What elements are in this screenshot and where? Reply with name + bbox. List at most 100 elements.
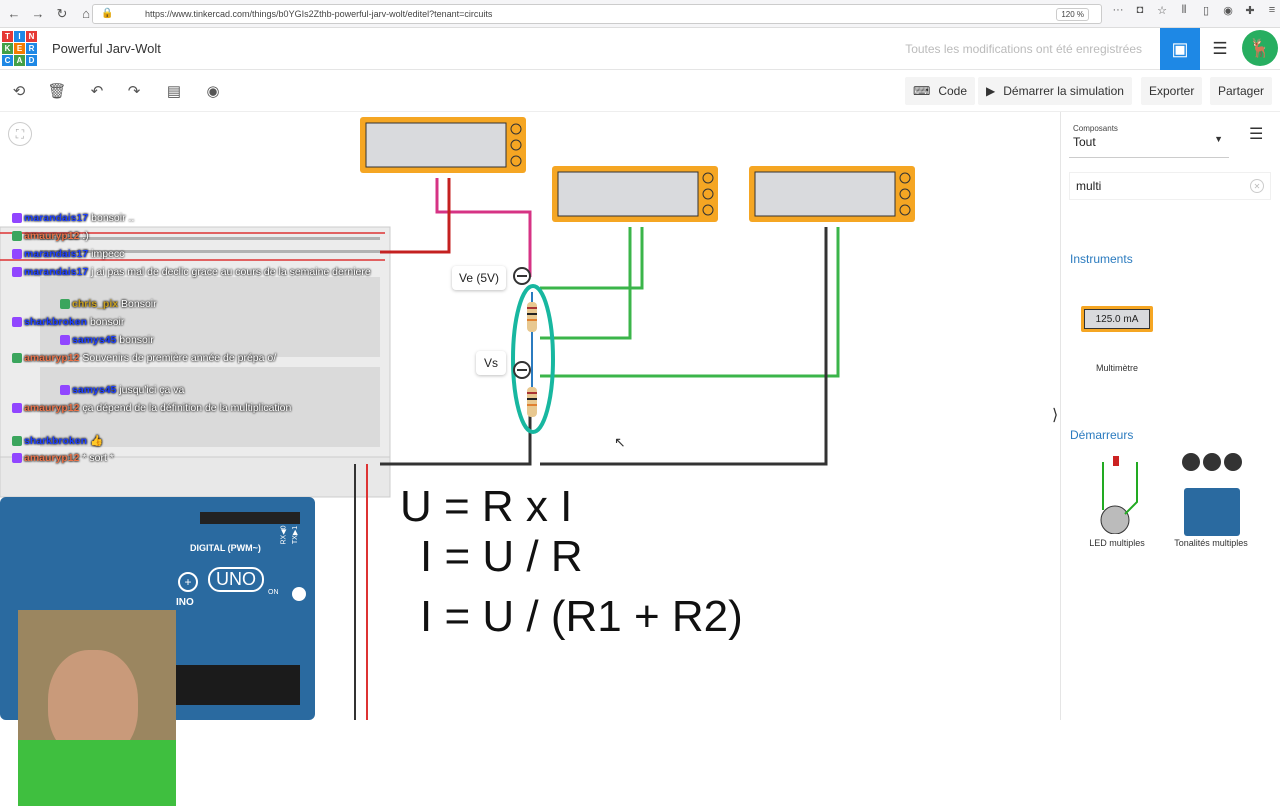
section-instruments: Instruments [1070, 252, 1133, 266]
panel-collapse-icon[interactable]: ⟩ [1052, 407, 1059, 424]
webcam-overlay [18, 610, 176, 806]
play-icon: ▶ [986, 84, 996, 98]
toolbar: ⟲ 🗑 ↶ ↷ ▤ ◉ ⌨Code ▶ Démarrer la simulatio… [0, 70, 1280, 112]
star-icon[interactable]: ☆ [1157, 5, 1167, 17]
browser-bar: ← → ↻ ⌂ 🔒 https://www.tinkercad.com/thin… [0, 0, 1280, 28]
highlight-ellipse [511, 284, 555, 434]
share-button[interactable]: Partager [1210, 77, 1273, 105]
redo-icon[interactable]: ↷ [127, 83, 141, 100]
chat-text: ça dépend de la définition de la multipl… [79, 402, 292, 414]
section-starters: Démarreurs [1070, 428, 1134, 442]
export-button[interactable]: Exporter [1141, 77, 1203, 105]
chat-badge-icon [12, 453, 22, 464]
chat-message: chris_pix Bonsoir [60, 298, 157, 310]
project-title[interactable]: Powerful Jarv-Wolt [52, 41, 161, 56]
led-multiples-component[interactable] [1097, 452, 1147, 534]
chat-badge-icon [60, 335, 70, 346]
logo-letter: E [14, 43, 25, 54]
chat-message: amauryp12 :) [12, 230, 89, 242]
list-view-icon[interactable]: ☰ [1249, 126, 1264, 143]
url-text: https://www.tinkercad.com/things/b0YGIs2… [145, 9, 493, 19]
notes-icon[interactable]: ▤ [166, 83, 182, 100]
chat-badge-icon [12, 213, 22, 224]
chat-text: jusqu'ici ça va [116, 384, 185, 396]
menu-dots-icon[interactable]: ··· [1112, 4, 1124, 16]
plus-icon: + [178, 572, 198, 592]
table-icon: ☰ [1212, 39, 1228, 58]
logo-letter: I [14, 31, 25, 42]
export-label: Exporter [1149, 84, 1195, 98]
arduino-on-label: ON [268, 589, 279, 596]
chat-username: amauryp12 [24, 402, 80, 414]
zoom-fit-icon[interactable]: ⛶ [8, 122, 32, 146]
logo-letter: N [26, 31, 37, 42]
app-header: T I N K E R C A D Powerful Jarv-Wolt Tou… [0, 28, 1280, 70]
tinkercad-logo[interactable]: T I N K E R C A D [2, 31, 37, 66]
label-ve[interactable]: Ve (5V) [452, 266, 506, 290]
chat-message: amauryp12 ça dépend de la définition de … [12, 402, 291, 414]
workplane[interactable]: ⛶ [0, 112, 1060, 806]
trash-icon[interactable]: 🗑 [47, 83, 67, 100]
save-status: Toutes les modifications ont été enregis… [905, 42, 1142, 56]
chat-message: sharkbroken bonsoir [12, 316, 124, 328]
components-select[interactable]: Composants Tout ▼ [1069, 120, 1229, 158]
simulate-label: Démarrer la simulation [1003, 84, 1124, 98]
forward-icon[interactable]: → [31, 6, 45, 21]
chat-message: samys45 jusqu'ici ça va [60, 384, 184, 396]
arduino-uno-label: UNO [208, 567, 264, 592]
chat-badge-icon [12, 436, 22, 447]
breadboard[interactable] [0, 226, 391, 493]
chat-username: amauryp12 [24, 230, 80, 242]
formula-3: I = U / (R1 + R2) [420, 592, 743, 641]
logo-letter: T [2, 31, 13, 42]
logo-letter: D [26, 55, 37, 66]
arduino-ino-label: INO [176, 597, 194, 608]
tonalites-component[interactable] [1181, 450, 1243, 538]
arduino-digital-label: DIGITAL (PWM~) [190, 543, 261, 553]
label-vs[interactable]: Vs [476, 351, 506, 375]
header-pins [200, 512, 300, 524]
chat-username: sharkbroken [24, 435, 88, 447]
search-value: multi [1076, 179, 1102, 193]
rotate-icon[interactable]: ⟲ [12, 83, 26, 100]
chat-message: marandais17 bonsoir .. [12, 212, 134, 224]
sidebar-icon[interactable]: ▯ [1202, 5, 1210, 17]
simulate-button[interactable]: ▶ Démarrer la simulation [978, 77, 1132, 105]
multimeter-component[interactable]: 125.0 mA [1081, 306, 1153, 332]
schematic-view-button[interactable]: ☰ [1200, 28, 1240, 70]
logo-letter: R [26, 43, 37, 54]
resistor-r2[interactable] [527, 387, 537, 417]
undo-icon[interactable]: ↶ [90, 83, 104, 100]
clear-icon[interactable]: ✕ [1250, 179, 1264, 193]
chat-message: amauryp12 * sort * [12, 452, 114, 464]
arduino-rx-label: RX◀0 [280, 525, 288, 545]
led-on-icon [292, 587, 306, 601]
starter-led-label: LED multiples [1089, 538, 1145, 548]
library-icon[interactable]: ⫴ [1181, 4, 1187, 16]
home-icon[interactable]: ⌂ [82, 6, 90, 21]
back-icon[interactable]: ← [7, 6, 21, 21]
account-icon[interactable]: ◉ [1223, 5, 1233, 17]
zoom-level[interactable]: 120 % [1056, 8, 1089, 21]
avatar[interactable]: 🦌 [1242, 30, 1278, 66]
components-panel: Composants Tout ▼ ☰ multi ✕ Instruments … [1060, 112, 1280, 720]
chat-username: marandais17 [24, 248, 89, 260]
circuit-view-button[interactable]: ▣ [1160, 28, 1200, 70]
cursor-icon: ↖ [614, 434, 626, 450]
chat-message: marandais17 j ai pas mal de declic grace… [12, 266, 371, 278]
code-button[interactable]: ⌨Code [905, 77, 976, 105]
chat-username: marandais17 [24, 212, 89, 224]
hamburger-icon[interactable]: ≡ [1268, 4, 1276, 16]
extensions-icon[interactable]: ✚ [1245, 5, 1255, 17]
components-value: Tout [1073, 135, 1096, 149]
resistor-r1[interactable] [527, 302, 537, 332]
search-input[interactable]: multi ✕ [1069, 172, 1271, 200]
chat-text: bonsoir [116, 334, 154, 346]
chat-badge-icon [12, 353, 22, 364]
eye-icon[interactable]: ◉ [206, 83, 220, 100]
pocket-icon[interactable]: ◘ [1136, 4, 1144, 16]
chat-username: chris_pix [72, 298, 119, 310]
url-bar[interactable]: 🔒 https://www.tinkercad.com/things/b0YGI… [92, 4, 1102, 24]
reload-icon[interactable]: ↻ [56, 5, 68, 21]
browser-actions: ··· ◘ ☆ ⫴ ▯ ◉ ✚ ≡ [1110, 4, 1280, 17]
